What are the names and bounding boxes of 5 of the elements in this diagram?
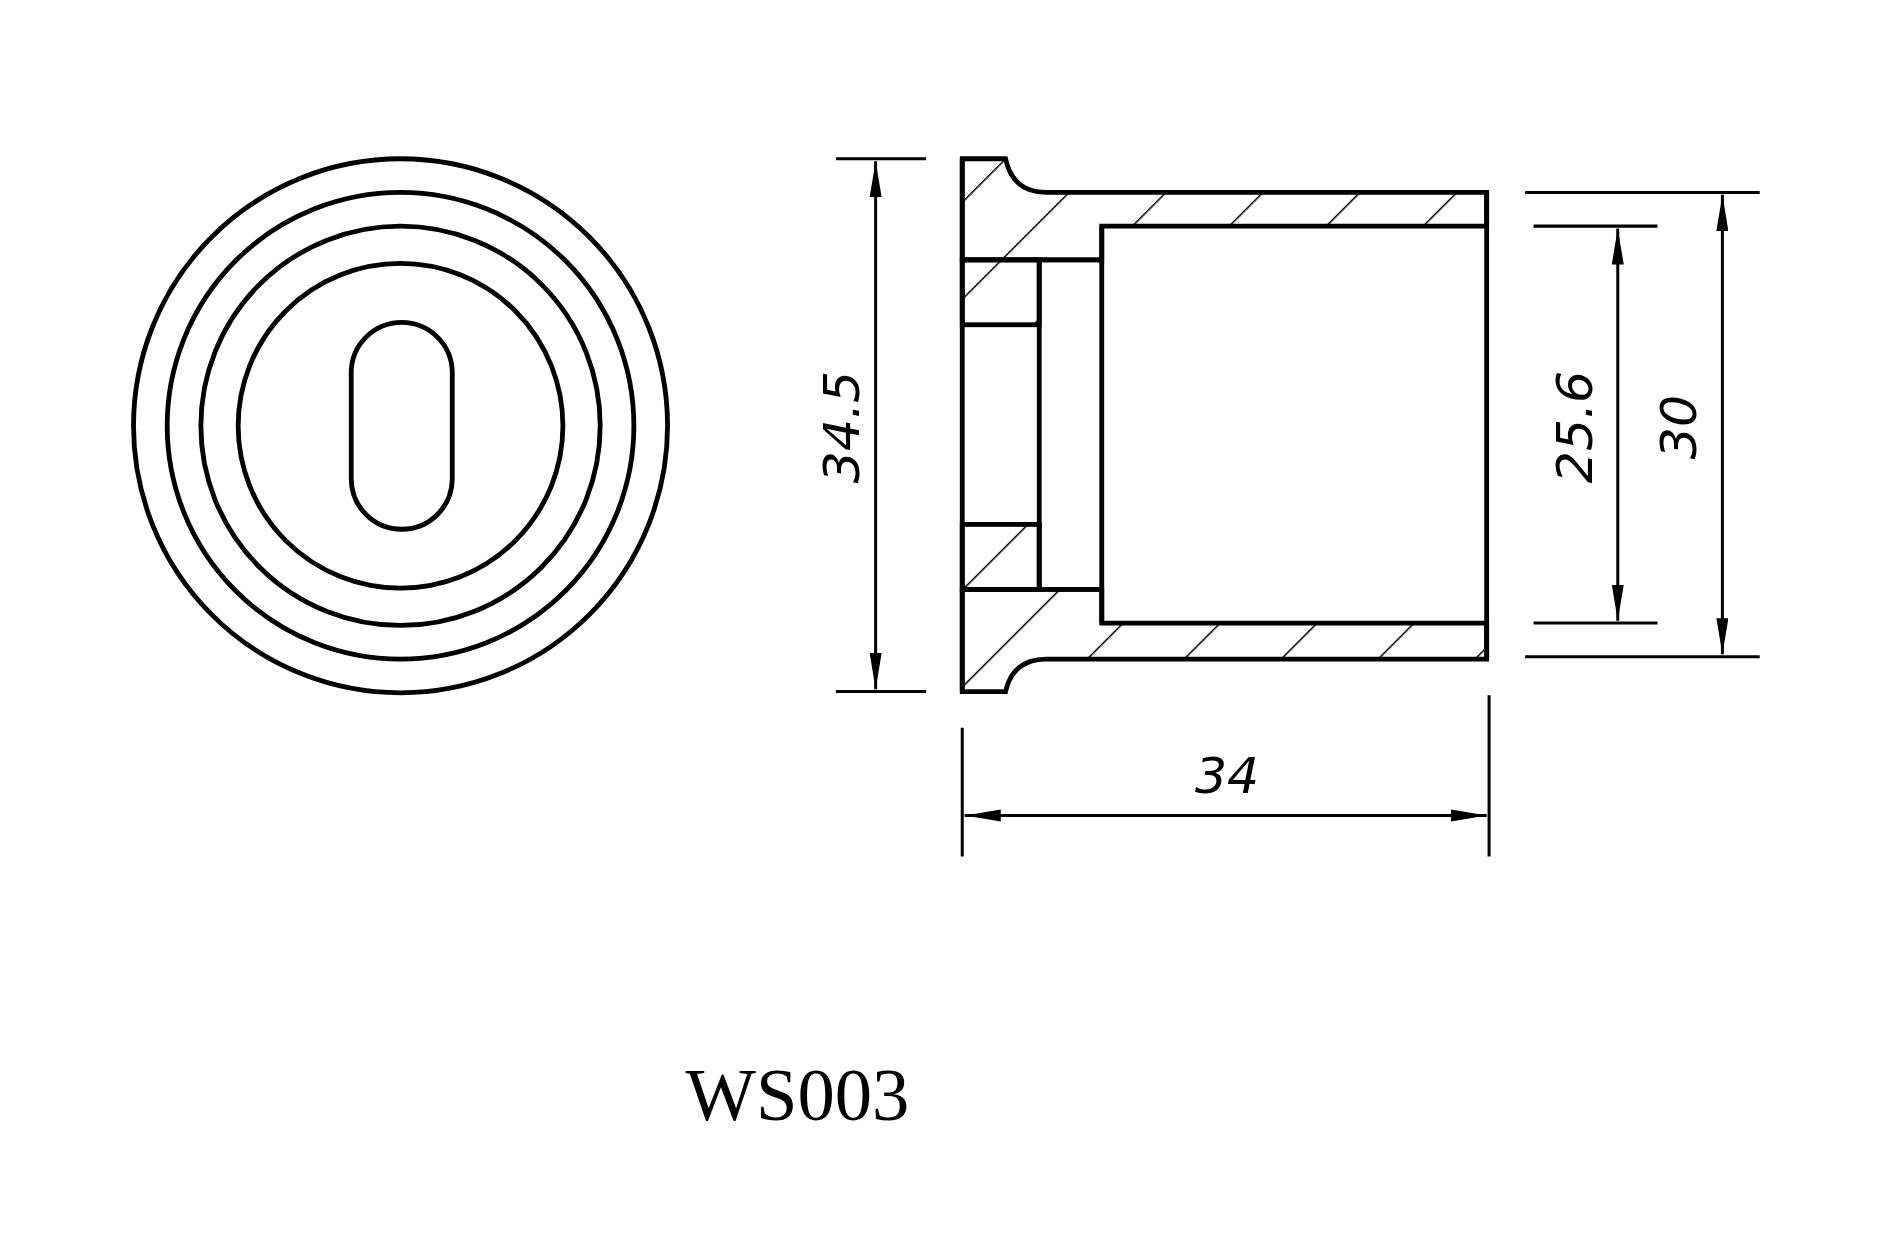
dimension-label: 34.5 bbox=[816, 370, 867, 484]
dimension-label: 25.6 bbox=[1550, 370, 1601, 484]
model-number: WS003 bbox=[685, 1057, 910, 1132]
dimension-label: 30 bbox=[1652, 394, 1704, 460]
dimension-label: 34 bbox=[1195, 750, 1260, 802]
